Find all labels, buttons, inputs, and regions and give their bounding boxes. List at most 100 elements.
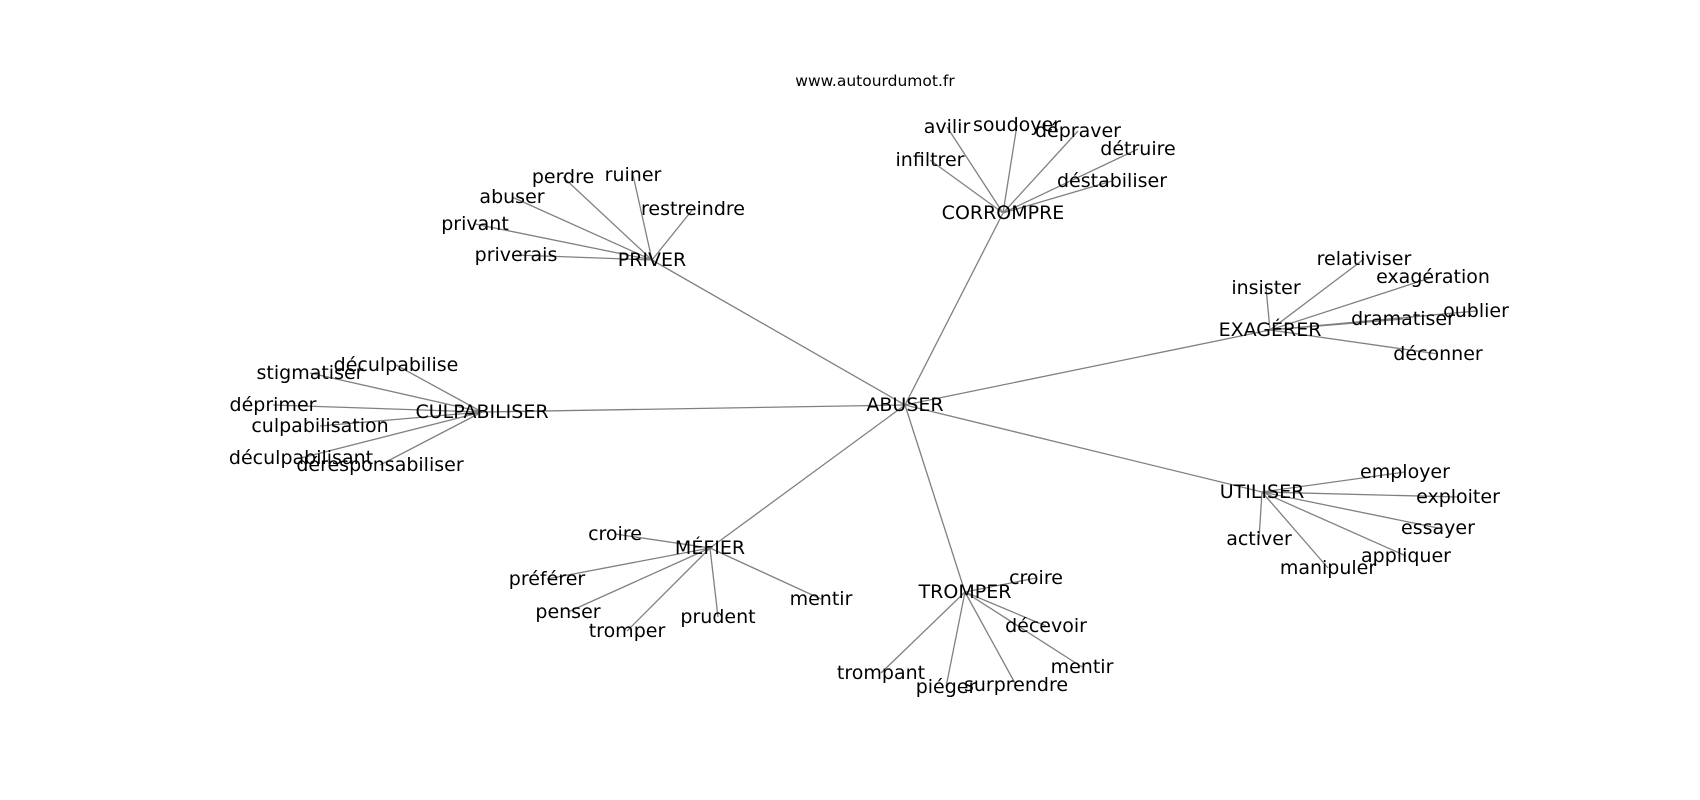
edge-center-to-hub: [904, 404, 966, 593]
edge-hub-to-word: [546, 547, 711, 580]
edge-hub-to-word: [964, 591, 1083, 668]
edge-center-to-hub: [709, 404, 906, 549]
cluster-node-label: CULPABILISER: [415, 401, 548, 423]
edge-hub-to-word: [272, 404, 483, 413]
word-node-label: infiltrer: [896, 149, 965, 171]
edge-hub-to-word: [562, 176, 653, 261]
edges-layer: [272, 124, 1477, 688]
word-node-label: trompant: [837, 662, 925, 684]
word-node-label: priverais: [475, 244, 558, 266]
word-node-label: détruire: [1100, 138, 1175, 160]
word-node-label: activer: [1226, 528, 1292, 550]
edge-center-to-hub: [904, 329, 1271, 406]
word-node-label: perdre: [532, 166, 594, 188]
edge-hub-to-word: [1269, 258, 1365, 331]
edge-hub-to-word: [964, 591, 1047, 627]
edge-hub-to-word: [1261, 491, 1329, 569]
edge-hub-to-word: [1269, 276, 1434, 331]
word-node-label: exploiter: [1416, 486, 1500, 508]
edge-hub-to-word: [309, 372, 483, 413]
word-node-label: mentir: [1051, 656, 1114, 678]
edge-hub-to-word: [1261, 471, 1406, 493]
edge-hub-to-word: [379, 411, 483, 466]
edge-hub-to-word: [946, 126, 1004, 214]
cluster-node-label: PRIVER: [618, 249, 686, 271]
word-node-label: croire: [1009, 567, 1063, 589]
cluster-node-label: EXAGÉRER: [1219, 318, 1322, 341]
word-node-label: prudent: [680, 606, 755, 628]
word-node-label: dramatiser: [1351, 308, 1455, 330]
cluster-node-label: MÉFIER: [675, 536, 745, 559]
center-node-label: ABUSER: [866, 394, 943, 416]
edge-hub-to-word: [614, 533, 711, 549]
cluster-node-label: UTILISER: [1220, 481, 1305, 503]
word-node-label: décevoir: [1005, 615, 1087, 637]
edge-hub-to-word: [515, 254, 653, 261]
word-node-label: déstabiliser: [1057, 170, 1167, 192]
word-node-label: privant: [441, 213, 509, 235]
word-node-label: déresponsabiliser: [296, 454, 463, 476]
cluster-node-label: TROMPER: [918, 581, 1012, 603]
edge-hub-to-word: [964, 591, 1017, 686]
edge-center-to-hub: [481, 404, 906, 413]
edge-hub-to-word: [1269, 329, 1439, 355]
word-node-label: croire: [588, 523, 642, 545]
site-url: www.autourdumot.fr: [795, 72, 955, 90]
word-node-label: appliquer: [1361, 545, 1451, 567]
word-node-label: déprimer: [230, 394, 317, 416]
edge-hub-to-word: [567, 547, 711, 613]
word-node-label: culpabilisation: [251, 415, 388, 437]
word-node-label: surprendre: [964, 674, 1068, 696]
word-node-label: mentir: [790, 588, 853, 610]
edge-hub-to-word: [709, 547, 719, 618]
edge-hub-to-word: [300, 411, 483, 459]
edge-hub-to-word: [651, 208, 694, 261]
edge-hub-to-word: [395, 364, 483, 413]
edge-hub-to-word: [1261, 491, 1459, 498]
word-node-label: déculpabilise: [334, 354, 459, 376]
word-node-label: stigmatiser: [257, 362, 364, 384]
edge-center-to-hub: [651, 259, 906, 406]
word-node-label: penser: [535, 601, 600, 623]
word-node-label: exagération: [1376, 266, 1490, 288]
edge-hub-to-word: [319, 411, 483, 427]
edge-hub-to-word: [964, 577, 1037, 593]
word-node-label: essayer: [1401, 517, 1475, 539]
edge-hub-to-word: [945, 591, 966, 688]
edge-hub-to-word: [511, 196, 653, 261]
word-node-label: déculpabilisant: [229, 447, 373, 469]
word-node-label: ruiner: [605, 164, 662, 186]
word-node-label: employer: [1360, 461, 1450, 483]
edge-hub-to-word: [1002, 124, 1018, 214]
word-node-label: soudoyer: [973, 114, 1061, 136]
word-node-label: relativiser: [1317, 248, 1412, 270]
word-node-label: avilir: [924, 116, 971, 138]
word-node-label: abuser: [479, 186, 544, 208]
edge-center-to-hub: [904, 404, 1263, 493]
labels-layer: ABUSER PRIVER perdre ruiner restreindre abuse…: [229, 114, 1509, 698]
edge-hub-to-word: [1265, 287, 1271, 331]
edge-hub-to-word: [626, 547, 711, 632]
edge-hub-to-word: [709, 547, 822, 600]
edge-hub-to-word: [880, 591, 966, 674]
edge-hub-to-word: [929, 159, 1004, 214]
word-node-label: préférer: [509, 568, 586, 590]
edge-hub-to-word: [1002, 148, 1139, 214]
edge-hub-to-word: [1269, 318, 1404, 331]
edge-center-to-hub: [904, 212, 1004, 406]
word-node-label: insister: [1231, 277, 1301, 299]
word-node-label: restreindre: [641, 198, 745, 220]
word-node-label: déconner: [1393, 343, 1483, 365]
word-node-label: manipuler: [1280, 557, 1377, 579]
word-node-label: tromper: [589, 620, 666, 642]
edge-hub-to-word: [1258, 491, 1263, 540]
edge-hub-to-word: [474, 223, 653, 261]
word-node-label: dépraver: [1035, 120, 1121, 142]
edge-hub-to-word: [632, 174, 653, 261]
edge-hub-to-word: [1261, 491, 1439, 529]
edge-hub-to-word: [1261, 491, 1407, 557]
word-node-label: oublier: [1443, 300, 1509, 322]
word-node-label: piéger: [916, 676, 977, 698]
edge-hub-to-word: [1002, 180, 1113, 214]
